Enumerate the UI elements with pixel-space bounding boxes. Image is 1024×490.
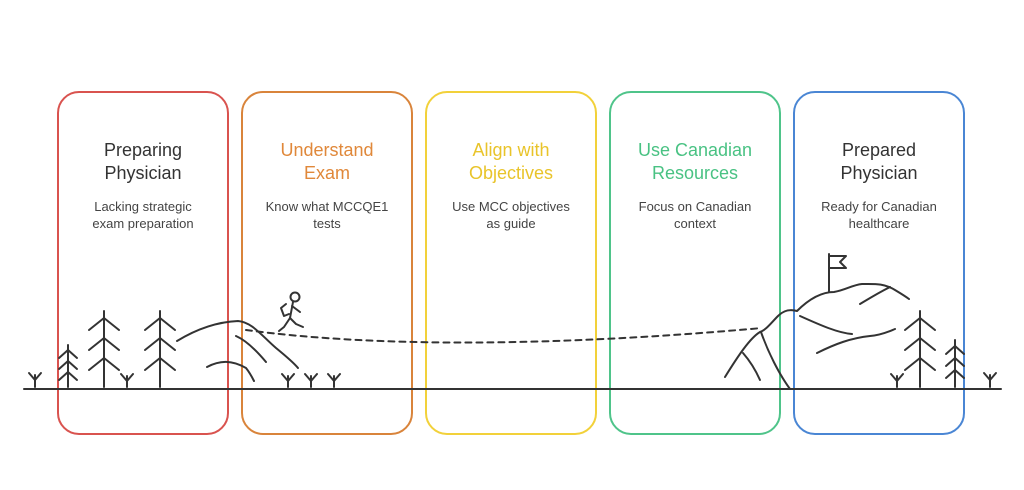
- pine-tree-icon: [144, 310, 176, 388]
- dashed-trail-line: [245, 327, 763, 344]
- mountain-icon: [176, 320, 299, 382]
- pine-tree-icon: [88, 310, 120, 388]
- grass-icon: [304, 373, 318, 388]
- pine-tree-icon: [945, 339, 965, 388]
- pine-tree-icon: [904, 310, 936, 388]
- grass-icon: [281, 373, 295, 388]
- grass-icon: [28, 372, 42, 388]
- step-title: Prepared Physician: [840, 140, 918, 183]
- step-card-understand-exam: Understand Exam Know what MCCQE1 tests: [241, 91, 413, 435]
- step-description: Ready for Canadian healthcare: [821, 199, 937, 231]
- step-description: Focus on Canadian context: [638, 199, 752, 231]
- pine-tree-icon: [58, 344, 78, 388]
- grass-icon: [983, 372, 997, 388]
- step-description: Know what MCCQE1 tests: [265, 199, 389, 231]
- step-title: Use Canadian Resources: [637, 140, 753, 183]
- step-card-preparing-physician: Preparing Physician Lacking strategic ex…: [57, 91, 229, 435]
- hiker-icon: [278, 291, 304, 332]
- mountain-icon: [724, 282, 910, 390]
- grass-icon: [327, 373, 341, 388]
- step-title: Preparing Physician: [103, 140, 183, 183]
- step-card-canadian-resources: Use Canadian Resources Focus on Canadian…: [609, 91, 781, 435]
- grass-icon: [120, 373, 134, 388]
- step-description: Use MCC objectives as guide: [452, 199, 570, 231]
- step-title: Align with Objectives: [468, 140, 554, 183]
- flag-icon: [828, 253, 847, 293]
- step-description: Lacking strategic exam preparation: [92, 199, 194, 231]
- step-card-prepared-physician: Prepared Physician Ready for Canadian he…: [793, 91, 965, 435]
- step-title: Understand Exam: [280, 140, 374, 183]
- step-card-align-objectives: Align with Objectives Use MCC objectives…: [425, 91, 597, 435]
- grass-icon: [890, 373, 904, 388]
